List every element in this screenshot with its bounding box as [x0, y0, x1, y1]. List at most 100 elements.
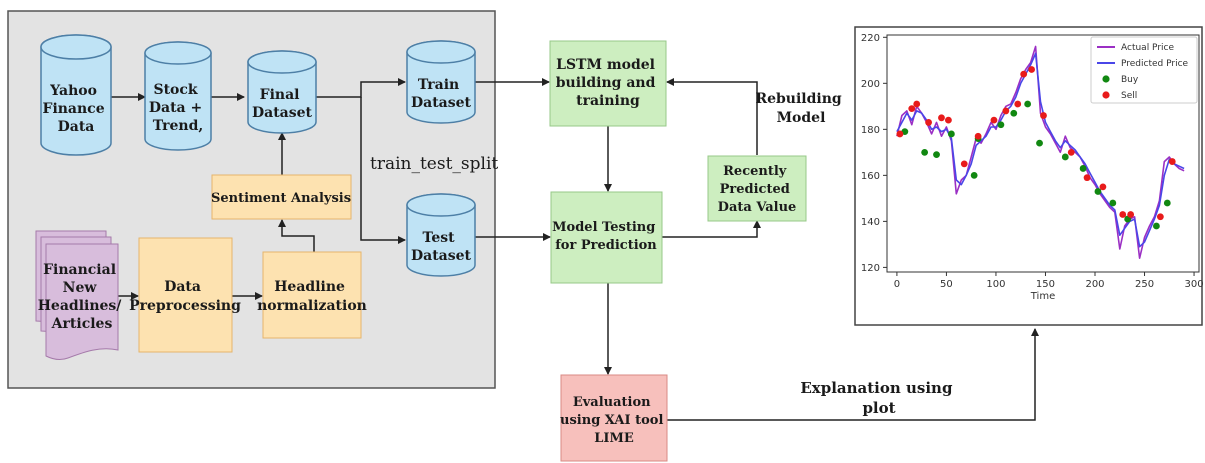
legend-sell-label: Sell	[1121, 91, 1137, 101]
chart-legend: Actual Price Predicted Price Buy Sell	[1090, 36, 1198, 104]
legend-buy-label: Buy	[1121, 75, 1139, 85]
yahoo-line-2: Finance	[43, 101, 105, 117]
sell-marker	[990, 116, 998, 124]
train-line-2: Dataset	[411, 95, 472, 111]
sell-marker	[1002, 107, 1010, 115]
explain-line-1: Explanation using	[800, 379, 953, 397]
arrow-evaluation-to-plot	[667, 328, 1039, 421]
testing-line-2: for Prediction	[555, 238, 657, 253]
x-tick-label: 250	[1135, 279, 1154, 290]
svg-text:Final Dataset: Final Dataset	[252, 87, 313, 121]
chart-markers	[896, 66, 1176, 230]
buy-marker	[970, 171, 978, 179]
stock-line-1: Stock	[153, 82, 197, 98]
headline-normalization-node: Headline normalization	[257, 251, 367, 339]
recent-line-2: Predicted	[720, 182, 790, 197]
connectors	[111, 78, 1039, 421]
yahoo-line-3: Data	[58, 119, 95, 135]
lstm-line-2: building and	[556, 75, 656, 91]
evaluation-line-1: Evaluation	[573, 395, 651, 410]
sell-marker	[1119, 211, 1127, 218]
legend-actual-label: Actual Price	[1121, 43, 1174, 53]
sentiment-analysis-node: Sentiment Analysis	[211, 174, 352, 220]
final-dataset-node: Final Dataset	[247, 50, 317, 134]
test-line-2: Dataset	[411, 248, 472, 264]
buy-marker	[1163, 199, 1171, 207]
arrow-final-to-test	[360, 97, 406, 244]
lstm-model-node: LSTM model building and training	[549, 40, 667, 127]
arrow-recent-to-lstm	[666, 78, 758, 155]
sell-marker	[1020, 70, 1028, 78]
y-tick-label: 220	[861, 33, 880, 44]
news-line-2: New	[63, 280, 98, 296]
arrow-headline-to-sentiment	[278, 219, 315, 252]
buy-marker	[1061, 153, 1069, 161]
preprocess-line-1: Data	[164, 279, 201, 295]
stock-line-2: Data +	[149, 100, 202, 116]
news-line-3: Headlines/	[38, 298, 123, 314]
rebuild-line-1: Rebuilding	[755, 91, 841, 107]
sell-marker	[1168, 158, 1176, 165]
x-tick-label: 150	[1036, 279, 1055, 290]
testing-line-1: Model Testing	[552, 220, 655, 235]
headline-line-2: normalization	[257, 298, 367, 314]
sell-marker	[960, 160, 968, 168]
final-line-2: Dataset	[252, 105, 313, 121]
sentiment-line-1: Sentiment Analysis	[211, 191, 351, 206]
y-tick-label: 120	[861, 263, 880, 274]
sell-marker	[896, 130, 904, 138]
stock-line-3: Trend,	[153, 118, 204, 134]
buy-marker	[1109, 199, 1117, 207]
svg-text:Financial New Head: Financial New Headlines/ Articles	[38, 262, 127, 332]
sell-marker	[1156, 213, 1164, 221]
svg-text:Data Preprocessing: Data Preprocessing	[129, 279, 241, 314]
recent-line-1: Recently	[723, 164, 787, 179]
stock-data-node: Stock Data + Trend,	[144, 41, 212, 151]
buy-marker	[997, 121, 1005, 129]
sell-marker	[1083, 174, 1091, 182]
sell-marker	[1028, 66, 1036, 73]
data-preprocessing-node: Data Preprocessing	[129, 237, 241, 353]
news-line-1: Financial	[43, 262, 116, 278]
svg-text:Yahoo Finance Data: Yahoo Finance Data	[43, 83, 110, 135]
evaluation-line-3: LIME	[594, 431, 634, 446]
sell-marker	[1099, 183, 1107, 191]
test-dataset-node: Test Dataset	[406, 193, 476, 277]
final-line-1: Final	[260, 87, 300, 103]
recent-line-3: Data Value	[718, 200, 797, 215]
svg-text:Headline normalization: Headline normalization	[257, 279, 367, 314]
y-tick-label: 160	[861, 171, 880, 182]
y-tick-label: 200	[861, 79, 880, 90]
x-tick-label: 0	[894, 279, 900, 290]
buy-marker	[1094, 188, 1102, 195]
sell-marker	[974, 132, 982, 140]
test-line-1: Test	[423, 230, 456, 246]
svg-text:Model Testing for Predic: Model Testing for Prediction	[552, 220, 660, 253]
sell-marker	[945, 116, 952, 124]
chart-series	[896, 45, 1185, 260]
buy-marker	[1079, 165, 1087, 172]
x-tick-label: 200	[1085, 279, 1104, 290]
svg-text:Recently Predicted: Recently Predicted Data Value	[718, 164, 797, 215]
svg-text:Stock Data + Trend: Stock Data + Trend,	[149, 82, 207, 134]
svg-text:LSTM model building and: LSTM model building and training	[556, 57, 660, 109]
buy-marker	[1024, 100, 1032, 108]
train-dataset-node: Train Dataset	[406, 40, 476, 124]
buy-marker	[933, 151, 940, 159]
svg-text:Test Dataset: Test Dataset	[411, 230, 472, 264]
evaluation-line-2: using XAI tool	[560, 413, 663, 428]
svg-text:Train Dataset: Train Dataset	[411, 77, 472, 111]
yahoo-finance-node: Yahoo Finance Data	[40, 34, 112, 156]
arrow-final-to-train	[311, 78, 406, 98]
lstm-line-3: training	[576, 93, 640, 109]
sell-marker	[1067, 148, 1075, 156]
explanation-label: Explanation using plot	[800, 379, 957, 417]
y-tick-label: 140	[861, 217, 880, 228]
sell-marker	[925, 119, 932, 126]
svg-text:Evaluation using XAI too: Evaluation using XAI tool LIME	[560, 395, 668, 446]
x-axis-label: Time	[1030, 291, 1055, 302]
financial-news-node: Financial New Headlines/ Articles	[35, 230, 127, 360]
train-line-1: Train	[418, 77, 459, 93]
sell-marker	[908, 105, 916, 113]
